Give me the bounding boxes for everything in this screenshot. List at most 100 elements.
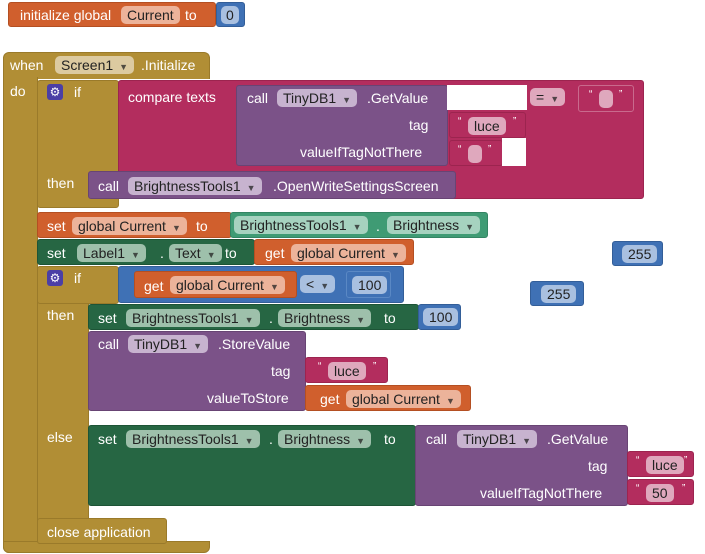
set-brightness-block[interactable]: set BrightnessTools1▼ . Brightness▼ to (88, 304, 419, 330)
default-label: valueIfTagNotThere (480, 485, 603, 501)
var-dropdown[interactable]: global Current ▼ (291, 244, 406, 262)
call-label: call (98, 178, 120, 194)
else-label: else (47, 429, 73, 445)
component-name: TinyDB1 (463, 431, 517, 447)
if-else-block[interactable] (37, 266, 89, 544)
brightness-getter-block[interactable]: BrightnessTools1▼ . Brightness▼ (230, 212, 488, 238)
to-label: to (196, 218, 208, 234)
set-label: set (47, 218, 66, 234)
get-global-current-block[interactable]: get global Current ▼ (254, 239, 414, 265)
open-settings-call-block[interactable]: call BrightnessTools1 ▼ .OpenWriteSetting… (88, 171, 456, 199)
var-name: global Current (297, 245, 385, 261)
operator-dropdown[interactable]: <▼ (300, 275, 336, 293)
do-label: do (10, 83, 26, 99)
gear-icon[interactable]: ⚙ (47, 270, 63, 286)
property-dropdown[interactable]: Brightness▼ (278, 430, 372, 448)
get-global-current-block[interactable]: get global Current▼ (305, 385, 471, 411)
get-label: get (265, 245, 285, 261)
quote-close-icon: ” (373, 361, 377, 372)
set-label-text-block[interactable]: set Label1▼ . Text▼ to (37, 239, 255, 265)
text-value[interactable]: 50 (646, 484, 674, 502)
operator-dropdown[interactable]: =▼ (530, 88, 566, 106)
var-name: global Current (176, 277, 264, 293)
component-dropdown[interactable]: BrightnessTools1▼ (126, 430, 260, 448)
chevron-down-icon: ▼ (246, 183, 256, 193)
text-block-tag[interactable]: “ luce ” (449, 112, 526, 138)
text-block-empty[interactable]: “ ” (449, 140, 503, 166)
initialize-global-block[interactable]: initialize global Current to (8, 2, 216, 27)
method-name: .StoreValue (218, 336, 291, 352)
property-name: Brightness (284, 431, 351, 447)
component-dropdown[interactable]: BrightnessTools1▼ (126, 309, 260, 327)
quote-close-icon: ” (682, 483, 686, 494)
number-value[interactable]: 0 (221, 6, 239, 24)
chevron-down-icon: ▼ (119, 62, 129, 72)
chevron-down-icon: ▼ (206, 250, 216, 260)
component-dropdown[interactable]: Label1▼ (77, 244, 146, 262)
number-block[interactable]: 0 (216, 2, 245, 27)
quote-close-icon: ” (619, 89, 623, 100)
property-dropdown[interactable]: Text▼ (169, 244, 222, 262)
set-label: set (47, 245, 66, 261)
text-block-default[interactable]: “ 50 ” (627, 479, 694, 505)
set-brightness-else-block[interactable]: set BrightnessTools1▼ . Brightness▼ to (88, 425, 416, 506)
chevron-down-icon: ▼ (131, 250, 140, 260)
number-value[interactable]: 100 (423, 308, 459, 326)
text-value[interactable] (468, 145, 482, 163)
var-dropdown[interactable]: global Current▼ (72, 217, 187, 235)
screen-dropdown[interactable]: Screen1 ▼ (55, 56, 135, 74)
when-label: when (10, 57, 44, 73)
chevron-down-icon: ▼ (193, 341, 203, 351)
gear-icon[interactable]: ⚙ (47, 84, 63, 100)
default-label: valueIfTagNotThere (300, 144, 423, 160)
text-value[interactable]: luce (468, 117, 506, 135)
get-global-current-block[interactable]: get global Current▼ (134, 271, 297, 298)
component-name: BrightnessTools1 (132, 431, 239, 447)
number-block[interactable]: 100 (346, 271, 391, 298)
component-dropdown[interactable]: BrightnessTools1 ▼ (128, 177, 262, 195)
text-block-tag[interactable]: “ luce ” (305, 357, 388, 383)
text-value[interactable]: luce (646, 456, 684, 474)
screen-name: Screen1 (61, 57, 114, 73)
then-label: then (47, 175, 75, 191)
floating-number-block[interactable]: 255 (530, 281, 584, 306)
text-block-compare[interactable]: “ ” (578, 85, 634, 112)
tinydb-dropdown[interactable]: TinyDB1▼ (277, 89, 358, 107)
tinydb-storevalue-block[interactable]: call TinyDB1▼ .StoreValue tag valueToSto… (88, 331, 306, 411)
event-name: .Initialize (141, 57, 196, 73)
chevron-down-icon: ▼ (465, 222, 475, 232)
number-value[interactable]: 100 (352, 276, 388, 294)
method-name: .OpenWriteSettingsScreen (273, 178, 439, 194)
component-dropdown[interactable]: TinyDB1▼ (457, 430, 538, 448)
text-value[interactable] (599, 90, 613, 108)
component-name: BrightnessTools1 (134, 178, 241, 194)
set-global-current-block[interactable]: set global Current▼ to (37, 212, 232, 238)
close-application-label: close application (47, 524, 151, 540)
var-dropdown[interactable]: global Current▼ (170, 276, 285, 294)
number-value[interactable]: 255 (622, 245, 658, 263)
dot: . (269, 310, 273, 326)
chevron-down-icon: ▼ (390, 250, 400, 260)
init-keyword: initialize global (20, 7, 112, 23)
property-dropdown[interactable]: Brightness▼ (387, 216, 481, 234)
close-application-block[interactable]: close application (37, 518, 167, 544)
dot: . (376, 218, 380, 234)
chevron-down-icon: ▼ (356, 315, 366, 325)
component-dropdown[interactable]: TinyDB1▼ (128, 335, 209, 353)
var-dropdown[interactable]: global Current▼ (346, 390, 461, 408)
var-name-field[interactable]: Current (121, 6, 180, 24)
number-block[interactable]: 100 (418, 304, 461, 330)
to-label: to (384, 431, 396, 447)
chevron-down-icon: ▼ (171, 223, 181, 233)
quote-open-icon: “ (589, 89, 593, 100)
tinydb-getvalue-block[interactable]: call TinyDB1▼ .GetValue tag valueIfTagNo… (415, 425, 628, 506)
component-dropdown[interactable]: BrightnessTools1▼ (234, 216, 368, 234)
floating-number-block[interactable]: 255 (612, 241, 663, 266)
property-dropdown[interactable]: Brightness▼ (278, 309, 372, 327)
text-block-tag[interactable]: “ luce ” (627, 451, 694, 477)
text-value[interactable]: luce (328, 362, 366, 380)
var-name: global Current (352, 391, 440, 407)
dot: . (160, 245, 164, 261)
number-value[interactable]: 255 (541, 285, 577, 303)
value-label: valueToStore (207, 390, 289, 406)
